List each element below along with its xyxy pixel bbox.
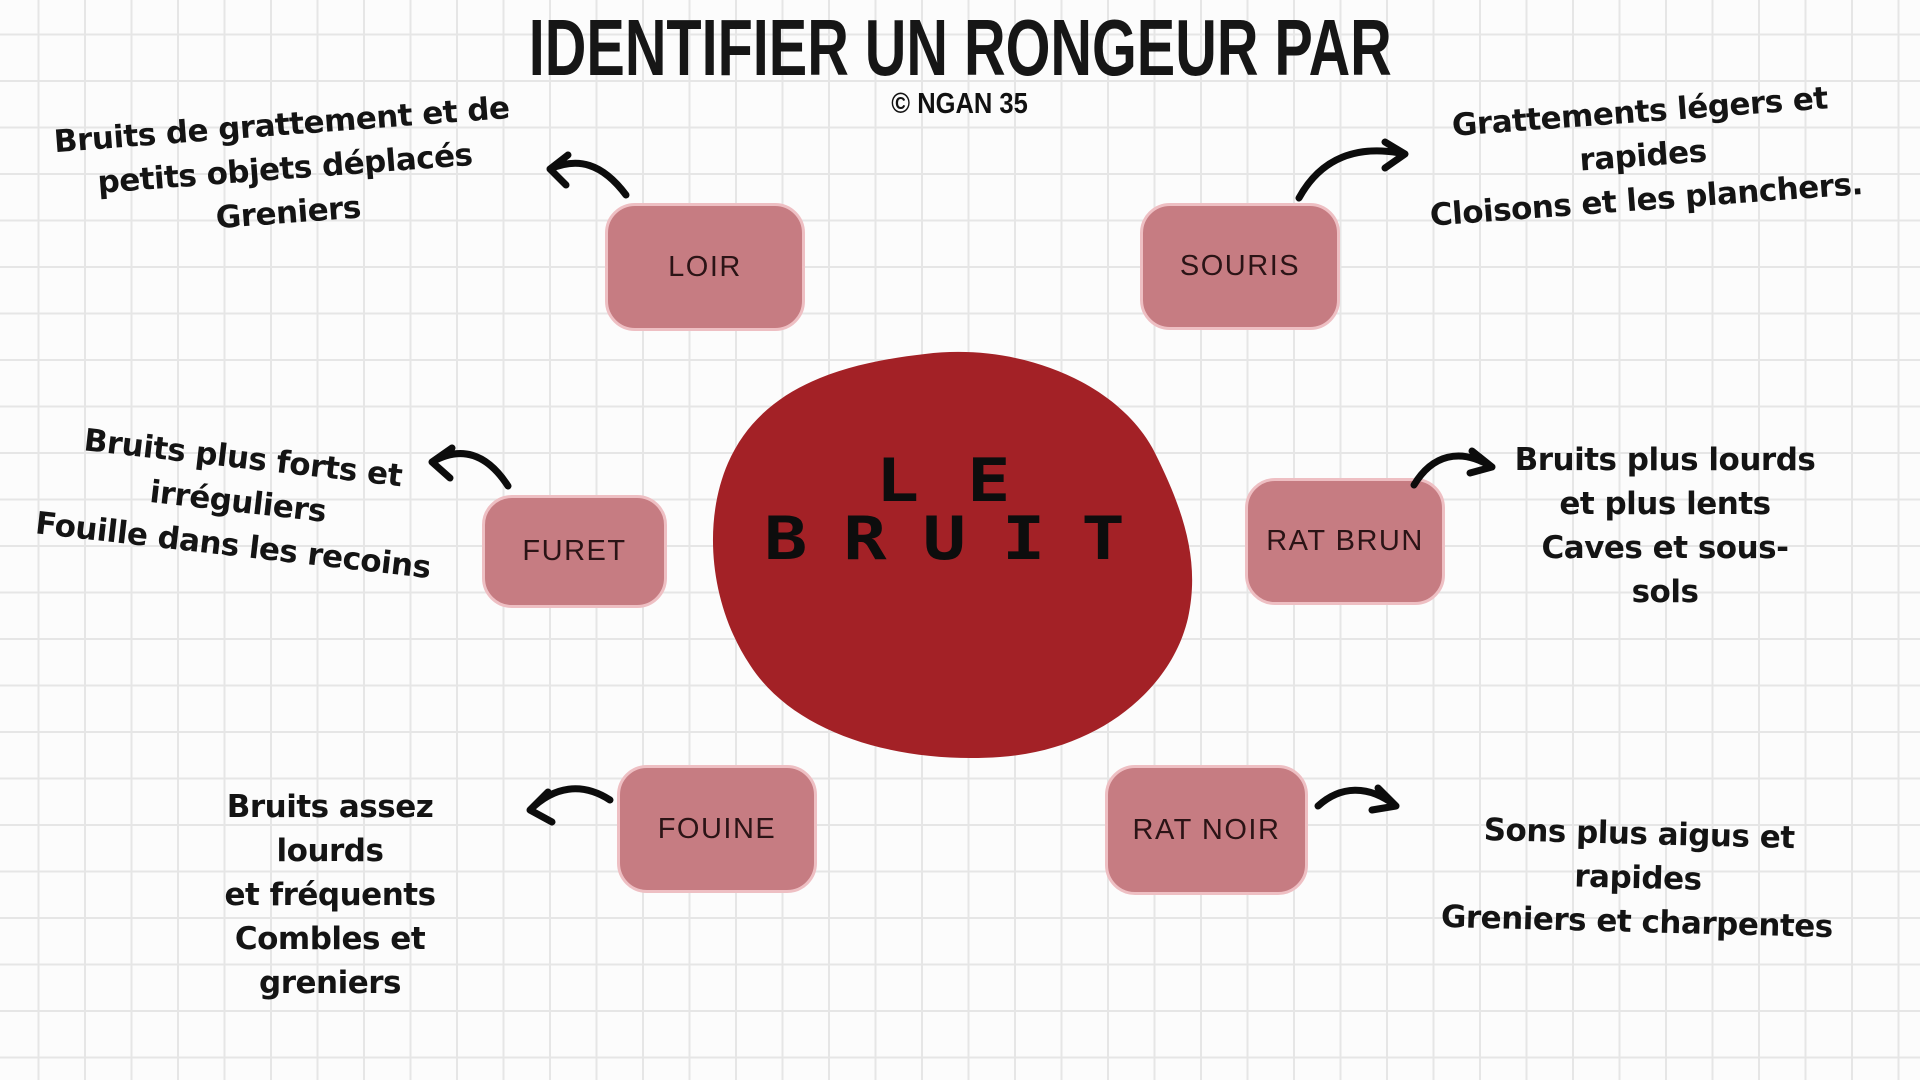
blob-shape-icon (712, 351, 1193, 759)
annotation-line: Combles et greniers (234, 921, 426, 1001)
node-box-rat-brun: RAT BRUN (1245, 478, 1445, 605)
center-label-line2: BRUIT (700, 504, 1195, 574)
annotation-fouine: Bruits assez lourds et fréquents Combles… (170, 785, 490, 1005)
page-title: IDENTIFIER UN RONGEUR PAR (0, 2, 1920, 94)
node-label-rat-brun: RAT BRUN (1266, 525, 1424, 557)
curved-arrow-icon-furet (428, 444, 512, 490)
credit-text: © NGAN 35 (891, 88, 1029, 120)
curved-arrow-icon-souris (1295, 138, 1409, 202)
node-box-souris: SOURIS (1140, 203, 1340, 330)
node-box-rat-noir: RAT NOIR (1105, 765, 1308, 895)
node-box-fouine: FOUINE (617, 765, 817, 893)
annotation-line: et plus lents (1559, 486, 1771, 522)
node-label-rat-noir: RAT NOIR (1132, 813, 1281, 846)
curved-arrow-icon-fouine (526, 785, 614, 826)
node-label-souris: SOURIS (1179, 250, 1301, 282)
center-label-bruit: BRUIT (764, 504, 1161, 574)
annotation-line: Bruits plus lourds (1514, 442, 1816, 478)
curved-arrow-icon-rat-brun (1410, 447, 1496, 489)
center-label-line1: LE (700, 446, 1195, 516)
annotation-line: Caves et sous-sols (1541, 530, 1789, 610)
center-label: LE BRUIT (700, 446, 1195, 574)
page-title-text: IDENTIFIER UN RONGEUR PAR (528, 3, 1392, 92)
annotation-line: Sons plus aigus et rapides (1483, 811, 1796, 898)
node-label-fouine: FOUINE (657, 812, 777, 845)
credit-line: © NGAN 35 (0, 88, 1920, 121)
node-box-loir: LOIR (605, 203, 805, 331)
node-label-furet: FURET (522, 535, 627, 567)
center-label-le: LE (876, 446, 1059, 516)
node-label-loir: LOIR (668, 250, 742, 283)
annotation-line: et fréquents (224, 877, 436, 913)
annotation-rat-brun: Bruits plus lourds et plus lents Caves e… (1510, 438, 1820, 614)
curved-arrow-icon-rat-noir (1314, 784, 1400, 814)
node-box-furet: FURET (482, 495, 667, 608)
annotation-rat-noir: Sons plus aigus et rapides Greniers et c… (1426, 807, 1849, 950)
center-blob: LE BRUIT (700, 348, 1195, 760)
annotation-furet: Bruits plus forts et irréguliers Fouille… (2, 410, 474, 593)
annotation-line: Bruits assez lourds (226, 789, 434, 869)
curved-arrow-icon-loir (546, 151, 630, 199)
